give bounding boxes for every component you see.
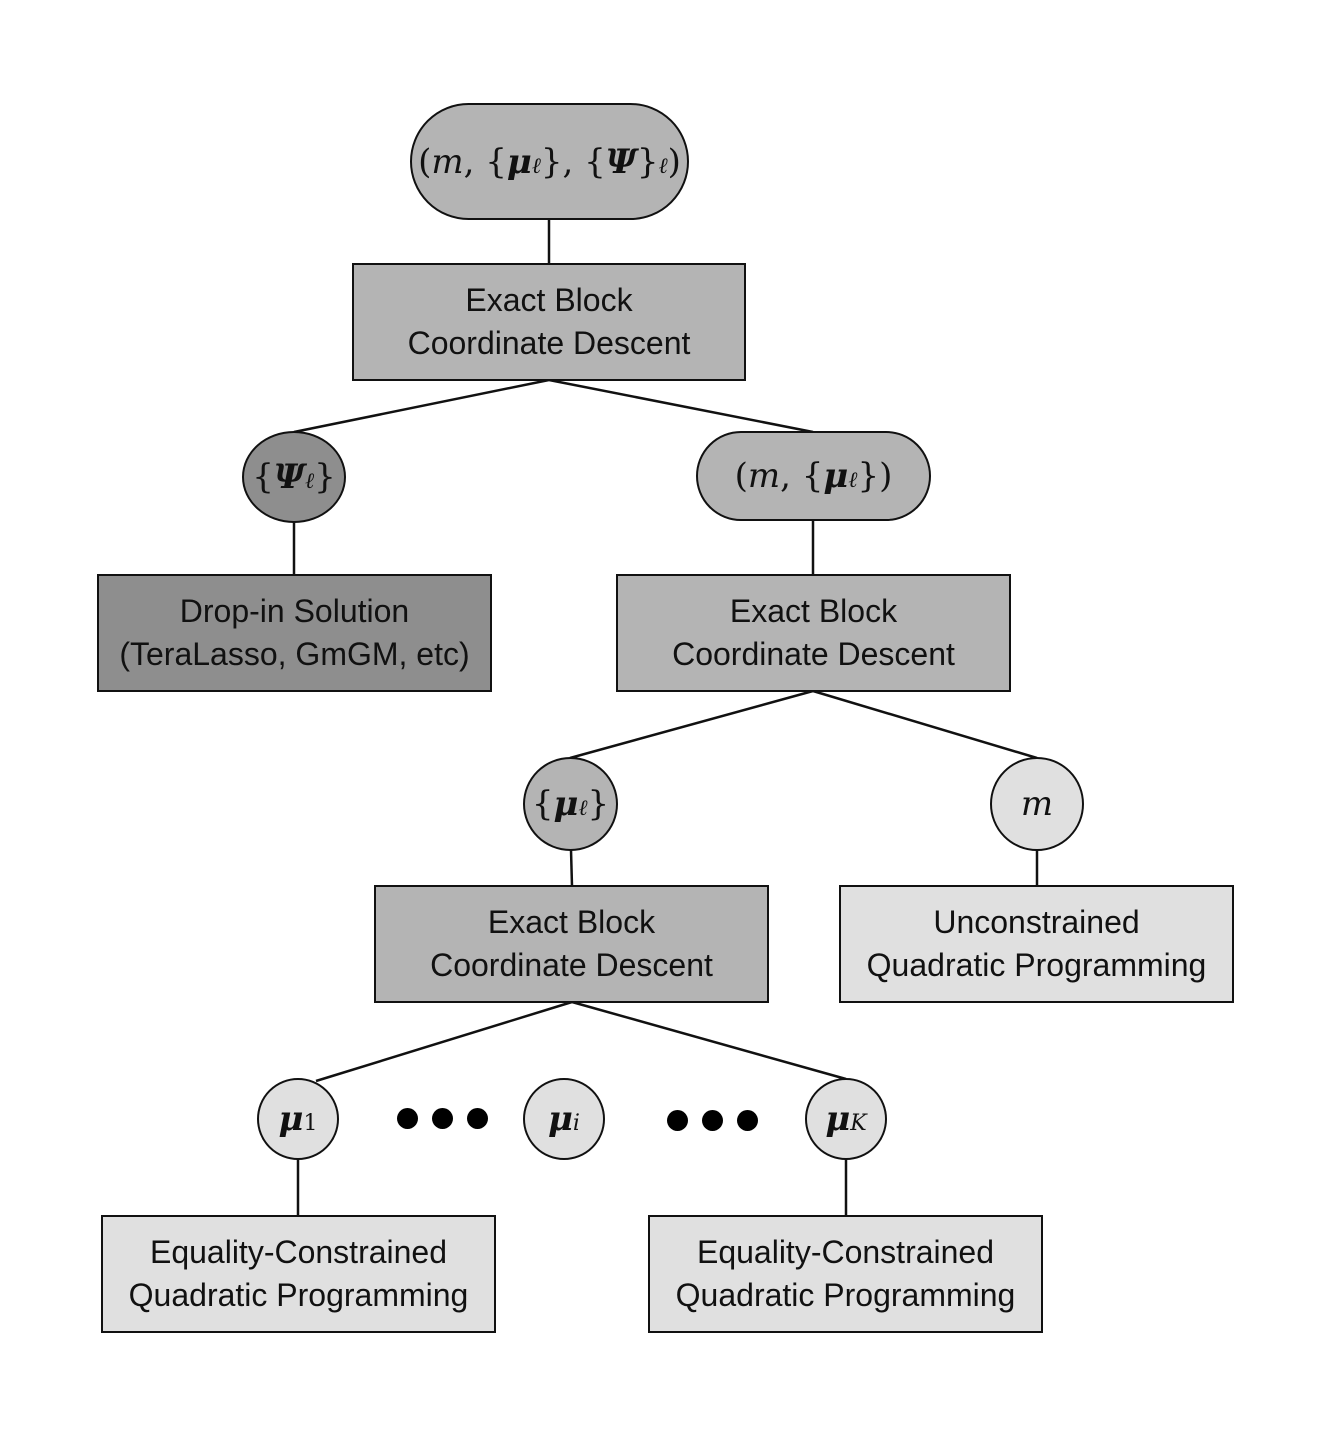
edge-bcd-mid-mu-set	[569, 689, 814, 760]
bcd-box-middle-line1: Exact Block	[729, 593, 898, 629]
unconstrained-qp-line1: Unconstrained	[933, 904, 1140, 940]
unconstrained-qp-box: Unconstrained Quadratic Programming	[839, 885, 1234, 1003]
edge-bcd-low-mu-1	[315, 1000, 573, 1083]
equality-qp-left-line1: Equality-Constrained	[149, 1234, 448, 1270]
equality-qp-right-line2: Quadratic Programming	[675, 1277, 1016, 1313]
drop-in-line2: (TeraLasso, GmGM, etc)	[119, 636, 470, 672]
edge-bcd-low-mu-K	[571, 1000, 847, 1081]
drop-in-solution-box: Drop-in Solution (TeraLasso, GmGM, etc)	[97, 574, 492, 692]
equality-qp-right-line1: Equality-Constrained	[696, 1234, 995, 1270]
bcd-box-lower-line1: Exact Block	[487, 904, 656, 940]
equality-qp-left-line2: Quadratic Programming	[128, 1277, 469, 1313]
m-node: m	[990, 757, 1084, 851]
bcd-box-middle: Exact Block Coordinate Descent	[616, 574, 1011, 692]
bcd-box-middle-line2: Coordinate Descent	[672, 636, 955, 672]
equality-qp-box-right: Equality-Constrained Quadratic Programmi…	[648, 1215, 1043, 1333]
bcd-box-top-line2: Coordinate Descent	[407, 325, 691, 361]
bcd-box-top-line1: Exact Block	[465, 282, 633, 318]
edge-bcd-top-psi	[293, 378, 550, 434]
edge-bcd-top-m-mu	[548, 378, 814, 434]
edge-mu-set-bcd-low	[569, 849, 574, 887]
bcd-box-lower: Exact Block Coordinate Descent	[374, 885, 769, 1003]
unconstrained-qp-line2: Quadratic Programming	[866, 947, 1207, 983]
bcd-box-lower-line2: Coordinate Descent	[430, 947, 713, 983]
bcd-box-top: Exact Block Coordinate Descent	[352, 263, 746, 381]
edge-bcd-mid-m	[812, 689, 1038, 760]
ellipsis-right-icon	[667, 1110, 758, 1131]
equality-qp-box-left: Equality-Constrained Quadratic Programmi…	[101, 1215, 496, 1333]
ellipsis-left-icon	[397, 1108, 488, 1129]
drop-in-line1: Drop-in Solution	[179, 593, 410, 629]
